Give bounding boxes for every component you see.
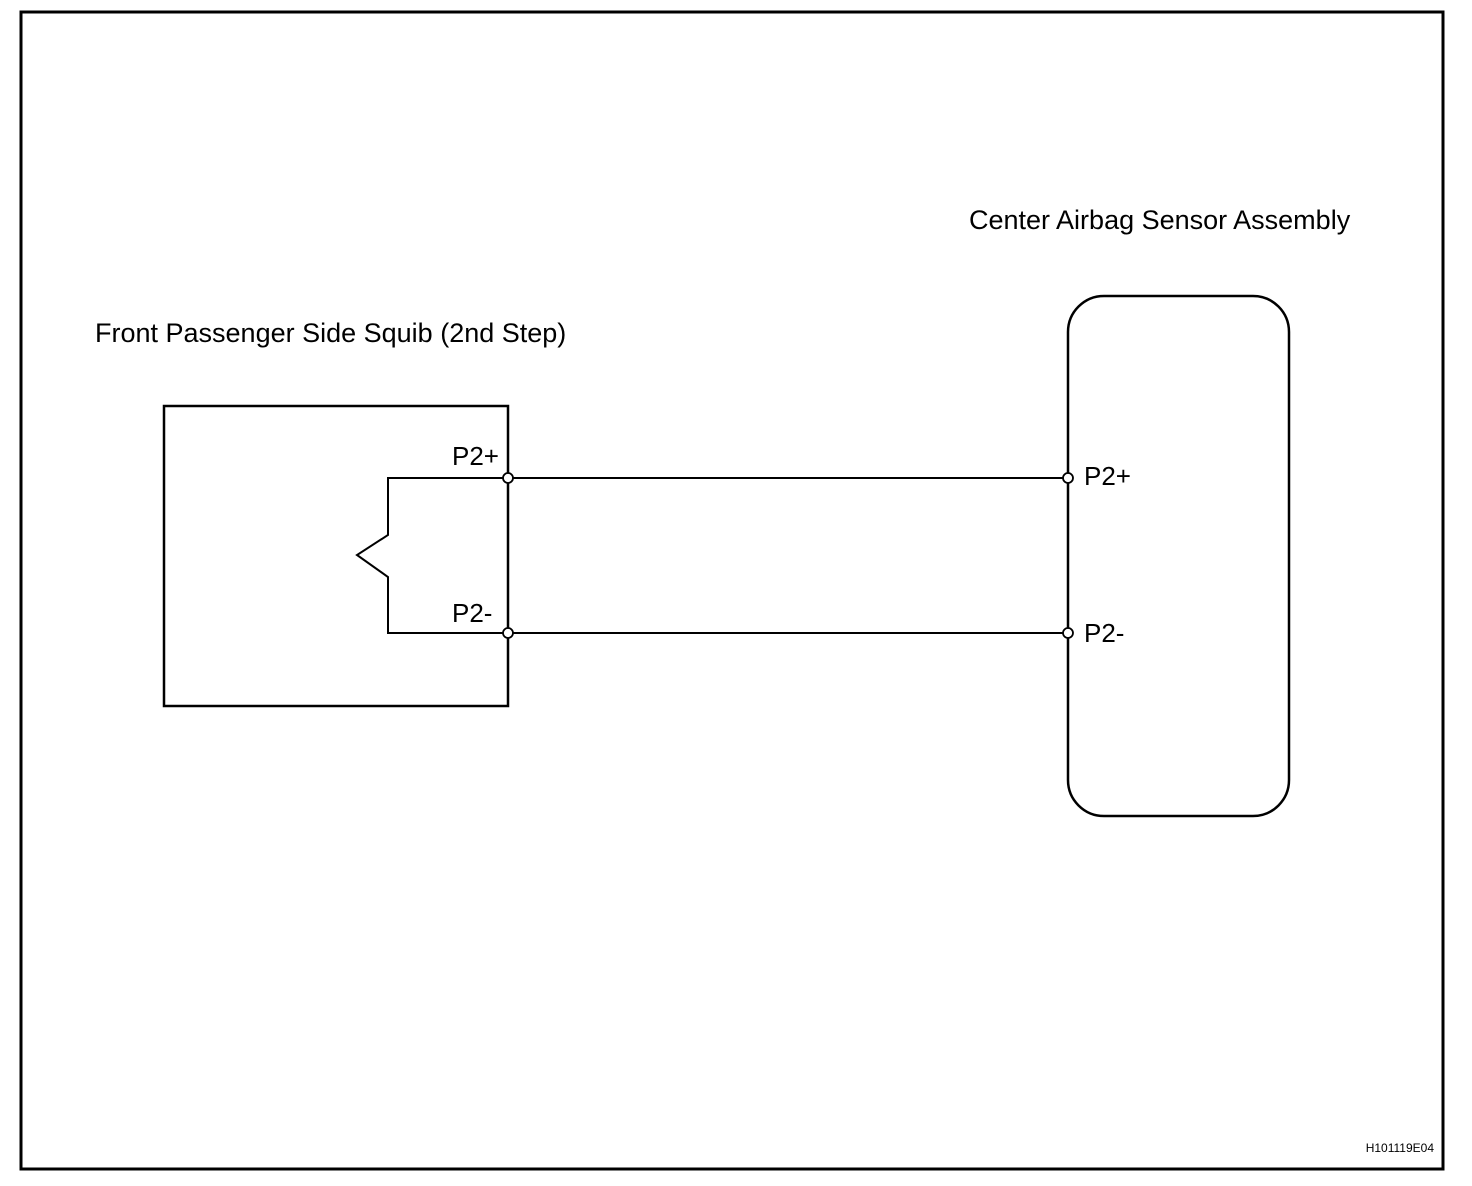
sensor-pin-pos-label: P2+	[1084, 461, 1131, 491]
squib-element-icon	[355, 477, 508, 634]
sensor-component: Center Airbag Sensor Assembly P2+ P2-	[969, 205, 1351, 818]
squib-terminal-neg	[502, 627, 514, 639]
sensor-title: Center Airbag Sensor Assembly	[969, 205, 1351, 235]
sensor-terminal-pos	[1062, 472, 1074, 484]
squib-title: Front Passenger Side Squib (2nd Step)	[95, 318, 566, 348]
diagram-frame	[19, 10, 1445, 1171]
figure-code: H101119E04	[1366, 1141, 1435, 1155]
sensor-terminal-neg	[1062, 627, 1074, 639]
squib-box	[162, 404, 510, 708]
squib-pin-neg-label: P2-	[452, 598, 492, 628]
squib-component: Front Passenger Side Squib (2nd Step) P2…	[95, 318, 566, 708]
squib-pin-pos-label: P2+	[452, 441, 499, 471]
sensor-pin-neg-label: P2-	[1084, 618, 1124, 648]
sensor-box	[1066, 294, 1291, 818]
squib-terminal-pos	[502, 472, 514, 484]
